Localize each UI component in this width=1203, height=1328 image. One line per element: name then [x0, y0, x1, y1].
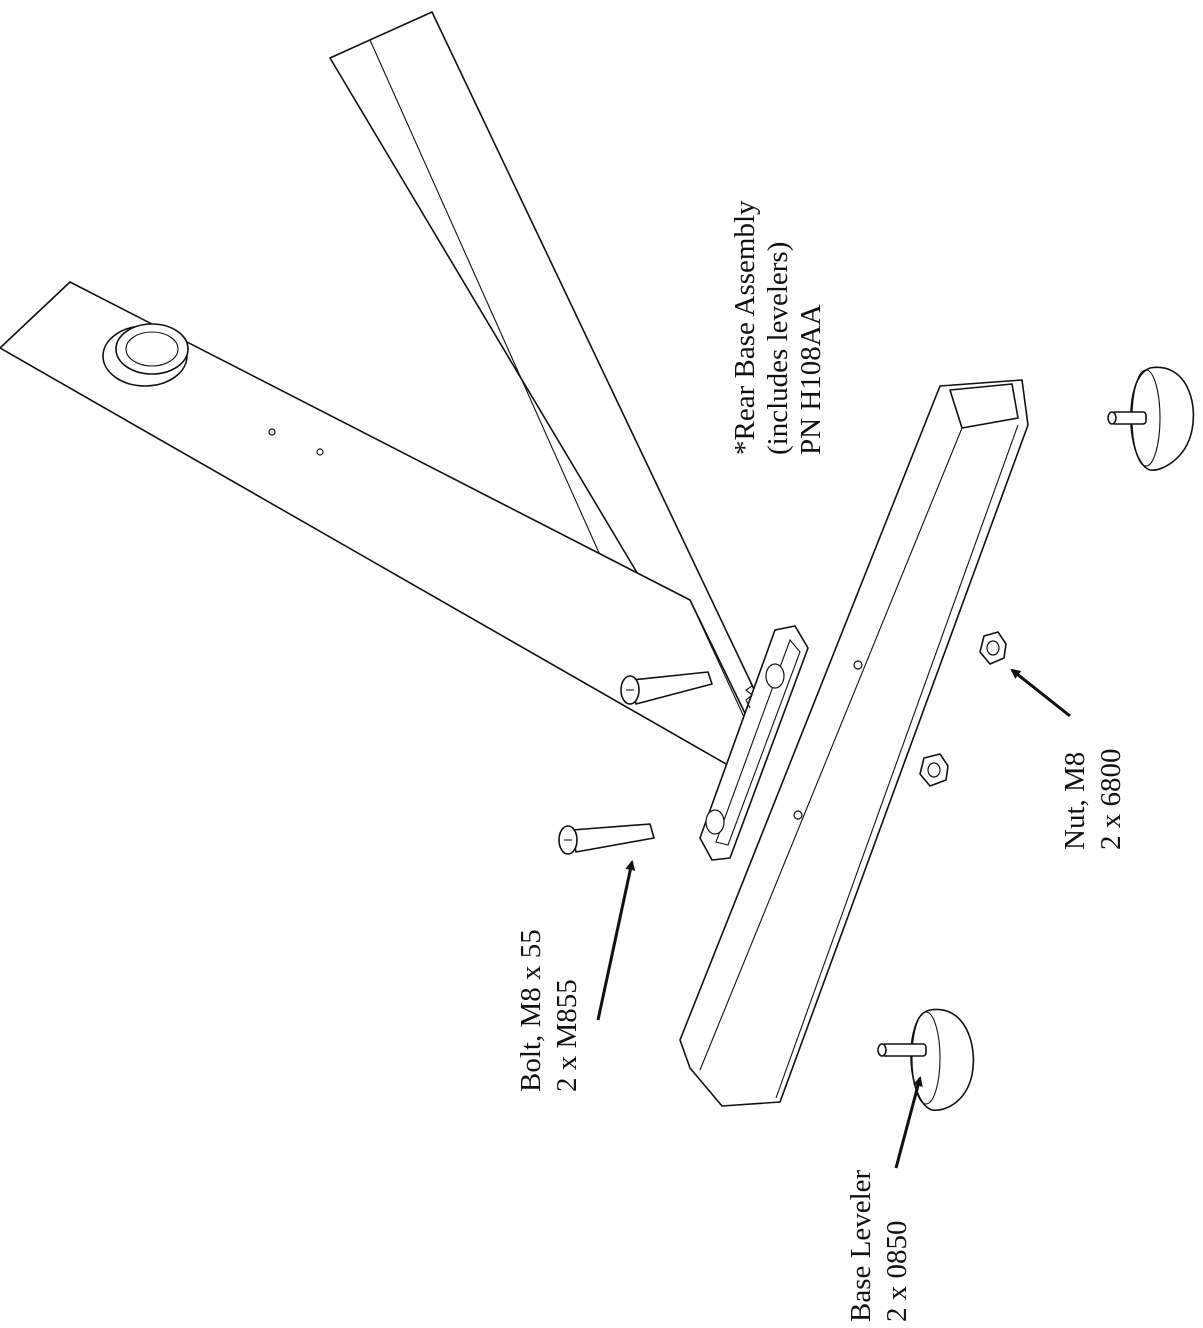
label-base-leveler: Base Leveler 2 x 0850 [845, 1169, 913, 1322]
svg-text:Bolt, M8 x 55: Bolt, M8 x 55 [515, 929, 547, 1092]
svg-text:2 x M855: 2 x M855 [551, 979, 583, 1092]
arrow-to-leveler-icon [894, 1076, 923, 1169]
label-rear-base-assembly: *Rear Base Assembly (includes levelers) … [729, 200, 827, 455]
crossbar-hole-icon [853, 660, 863, 670]
bolt-lower-icon [558, 823, 655, 855]
svg-text:Nut, M8: Nut, M8 [1059, 752, 1091, 850]
leveler-upper-icon [1107, 366, 1195, 471]
svg-text:*Rear Base Assembly: *Rear Base Assembly [729, 200, 761, 455]
svg-text:Base Leveler: Base Leveler [845, 1169, 877, 1322]
leg-end-cap-icon [102, 323, 189, 387]
svg-text:2 x 6800: 2 x 6800 [1095, 749, 1127, 851]
rear-base-crossbar [679, 379, 1029, 1107]
svg-text:PN H108AA: PN H108AA [795, 304, 827, 455]
label-nut: Nut, M8 2 x 6800 [1059, 749, 1127, 851]
leveler-lower-icon [877, 1008, 975, 1112]
nut-upper-icon [979, 631, 1007, 665]
label-bolt: Bolt, M8 x 55 2 x M855 [515, 929, 583, 1092]
svg-text:(includes levelers): (includes levelers) [762, 242, 794, 455]
svg-text:2 x 0850: 2 x 0850 [881, 1221, 913, 1323]
arrow-to-bolt-icon [596, 860, 636, 1021]
leg-hole-icon [316, 448, 324, 456]
mounting-bracket [699, 625, 809, 861]
arrow-to-nut-icon [1010, 668, 1071, 718]
leg-hole-icon [268, 428, 276, 436]
lower-leg-tube [0, 281, 759, 773]
bolt-upper-icon [620, 671, 713, 705]
nut-lower-icon [919, 753, 949, 787]
crossbar-hole-icon [793, 810, 803, 820]
